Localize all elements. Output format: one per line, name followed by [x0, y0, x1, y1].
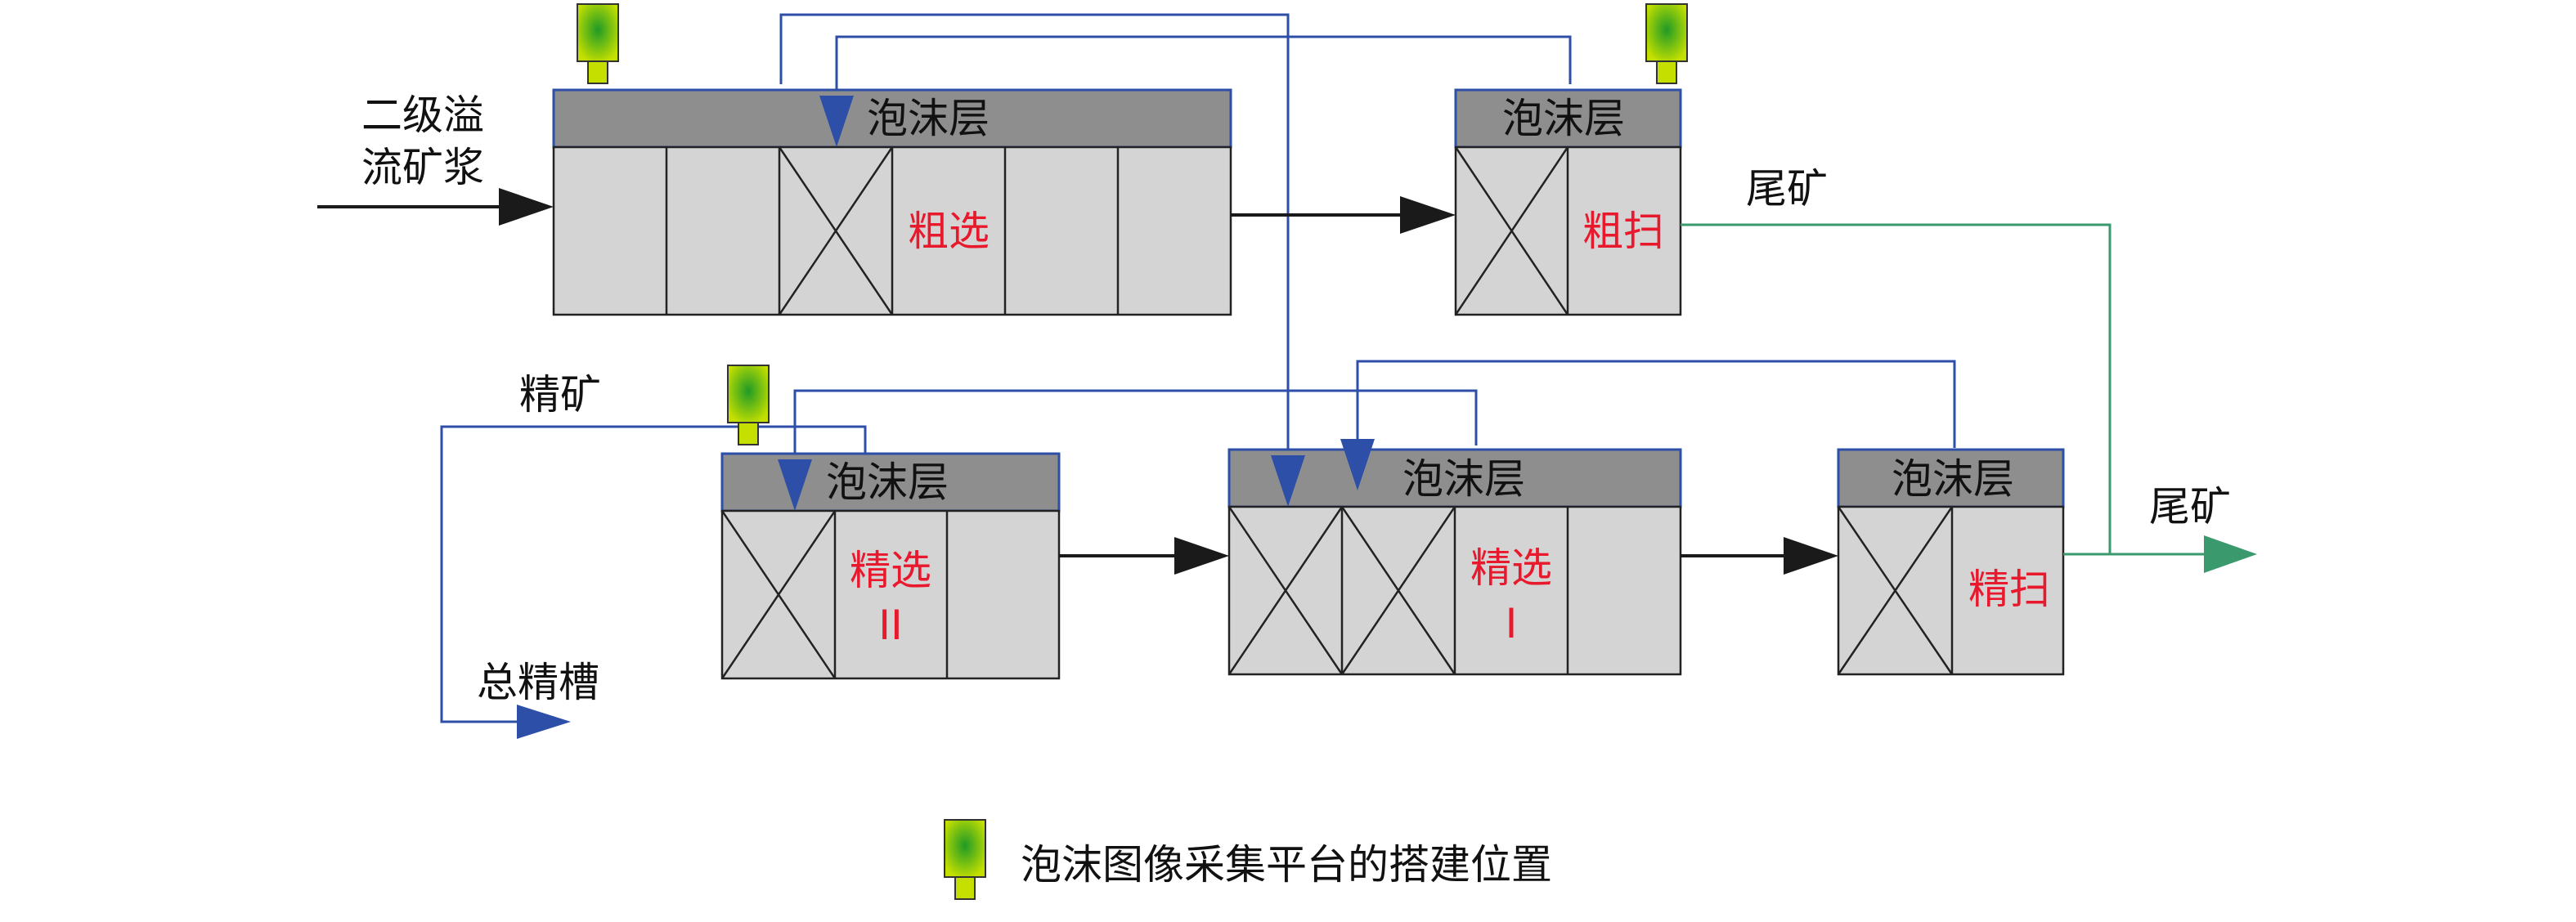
scavenger-tailings-line — [1681, 223, 2112, 554]
fine-scavenger-froth-line — [1356, 360, 1956, 454]
concentrate-tank-label: 总精槽 — [477, 659, 599, 706]
cleaner2-froth-label: 泡沫层 — [826, 459, 949, 506]
scavenger-rough-froth-label: 泡沫层 — [1502, 95, 1625, 142]
cleaner1-froth-label: 泡沫层 — [1402, 455, 1525, 503]
froth-arrow-rougher — [819, 96, 854, 147]
camera-marker-rougher — [577, 3, 619, 84]
scavenger-fine-agitator-cross — [1837, 506, 1954, 675]
cleaner1-froth-line — [793, 389, 1478, 478]
concentrate-tank-arrow — [517, 705, 571, 739]
feed-label-line1: 二级溢 — [361, 92, 484, 139]
froth-arrow-cleaner1-b — [1340, 439, 1375, 490]
concentrate-label: 精矿 — [519, 371, 601, 418]
froth-return-lines — [440, 13, 1956, 723]
concentrate-line — [440, 425, 867, 723]
cleaner1-label-line2: I — [1506, 600, 1518, 647]
froth-arrow-cleaner1-a — [1271, 455, 1305, 507]
scavenger-fine-froth-label: 泡沫层 — [1892, 455, 2014, 503]
camera-marker-cleaner2 — [727, 365, 770, 445]
rougher-to-scavenger-arrow — [1400, 196, 1456, 234]
cleaner2-bank: 泡沫层 精选 II — [720, 452, 1061, 680]
scavenger-fine-froth-layer — [1837, 448, 2065, 508]
rougher-froth-layer — [552, 88, 1232, 149]
tailings-label-right: 尾矿 — [2149, 483, 2231, 530]
feed-label-line2: 流矿浆 — [361, 144, 484, 191]
feed-arrow — [499, 188, 554, 226]
fine-scavenger-cell: 泡沫层 精扫 — [1837, 448, 2065, 676]
cleaner2-agitator-cross — [720, 510, 837, 679]
legend-label: 泡沫图像采集平台的搭建位置 — [1021, 841, 1552, 888]
tailings-label-upper: 尾矿 — [1746, 165, 1828, 213]
legend: 泡沫图像采集平台的搭建位置 — [944, 819, 1552, 900]
rougher-scavenger-cell: 泡沫层 粗扫 — [1454, 88, 1682, 316]
rougher-agitator-cross — [778, 146, 894, 316]
scavenger-rough-label: 粗扫 — [1582, 208, 1664, 255]
legend-camera-icon — [944, 819, 986, 900]
rougher-froth-line — [779, 13, 1290, 462]
cleaner2-to-cleaner1-arrow — [1174, 537, 1229, 575]
camera-marker-scavenger-rough — [1645, 3, 1688, 84]
scavenger-rough-agitator-cross — [1454, 146, 1569, 316]
scavenger-froth-line — [835, 35, 1572, 114]
cleaner1-bank: 泡沫层 精选 I — [1227, 448, 1682, 676]
cleaner2-label-line2: II — [878, 602, 903, 649]
froth-arrowheads — [517, 96, 1375, 739]
rougher-label: 粗选 — [908, 208, 990, 255]
cleaner1-agitator-cross-2 — [1340, 506, 1456, 675]
rougher-froth-label: 泡沫层 — [867, 95, 990, 142]
cleaner1-label-line1: 精选 — [1470, 544, 1552, 592]
cleaner2-body — [720, 509, 1061, 680]
cleaner1-to-scavenger-arrow — [1784, 537, 1838, 575]
rougher-bank: 泡沫层 粗选 — [552, 88, 1232, 316]
scavenger-fine-body — [1837, 505, 2065, 676]
scavenger-fine-label: 精扫 — [1968, 566, 2050, 613]
cleaner1-agitator-cross-1 — [1227, 506, 1344, 675]
tailings-lines — [1681, 223, 2257, 573]
cleaner2-label-line1: 精选 — [850, 547, 931, 594]
pulp-flow-lines — [317, 188, 1838, 575]
froth-arrow-cleaner2 — [778, 459, 812, 511]
final-tailings-arrow — [2204, 535, 2257, 573]
